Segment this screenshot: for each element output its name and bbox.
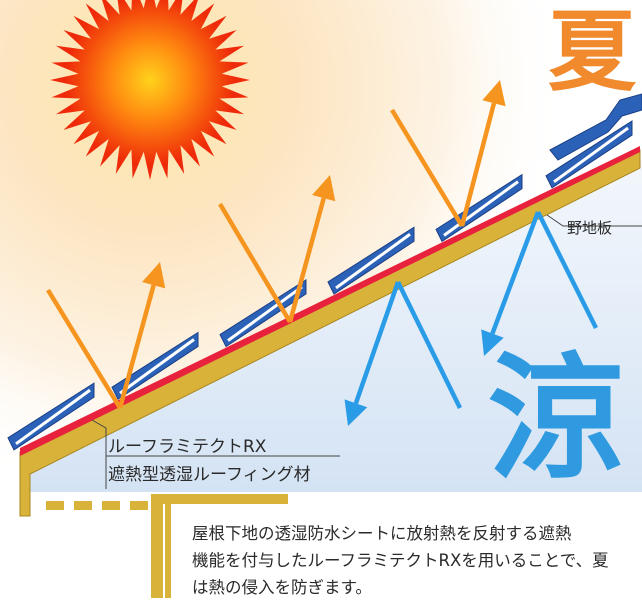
- cool-ray-segment: [535, 210, 599, 330]
- heat-ray-reflected: [117, 262, 166, 409]
- tile-highlight: [553, 126, 629, 183]
- description-line: は熱の侵入を防ぎます。: [192, 578, 372, 597]
- roof-board-label: 野地板: [567, 219, 613, 237]
- dash-line: [74, 501, 92, 510]
- heat-ray-reflected: [287, 175, 336, 323]
- product-name-label: ルーフラミテクトRX: [108, 437, 267, 457]
- cool-arrows: [344, 210, 599, 426]
- description-line: 機能を付与したルーフラミテクトRXを用いることで、夏: [192, 551, 609, 570]
- dash-line: [102, 501, 120, 510]
- dash-line: [130, 501, 148, 510]
- cool-ray-arrow: [344, 281, 401, 426]
- description-line: 屋根下地の透湿防水シートに放射熱を反射する遮熱: [192, 524, 572, 543]
- tile-highlight: [227, 285, 303, 342]
- tile-highlight: [119, 338, 195, 395]
- board-leader-line: [546, 214, 564, 227]
- frame-bar: [160, 494, 288, 504]
- roof-tiles: [7, 120, 633, 451]
- cool-ray-arrow: [481, 211, 541, 356]
- frame-bar: [165, 504, 171, 598]
- heat-ray-incoming: [390, 108, 464, 228]
- roofing-sheet: [20, 146, 640, 456]
- tile-highlight: [335, 233, 411, 290]
- tile-highlight: [15, 388, 91, 446]
- frame-bar: [151, 494, 163, 598]
- heat-ray-incoming: [46, 288, 122, 410]
- heat-ray-reflected: [459, 80, 506, 227]
- sun-icon: [50, 0, 250, 180]
- cool-ray-segment: [395, 281, 463, 409]
- sheet-leader-line: [91, 419, 107, 489]
- dash-line: [46, 501, 64, 510]
- tile-highlight: [443, 180, 519, 237]
- description: 屋根下地の透湿防水シートに放射熱を反射する遮熱 機能を付与したルーフラミテクトR…: [192, 520, 642, 601]
- heat-arrows: [46, 80, 506, 410]
- ridge-tile: [549, 93, 642, 161]
- product-type-label: 遮熱型透湿ルーフィング材: [108, 465, 311, 485]
- heat-ray-incoming: [218, 202, 292, 324]
- cool-heading: 涼: [488, 341, 624, 499]
- summer-heading: 夏: [548, 0, 637, 103]
